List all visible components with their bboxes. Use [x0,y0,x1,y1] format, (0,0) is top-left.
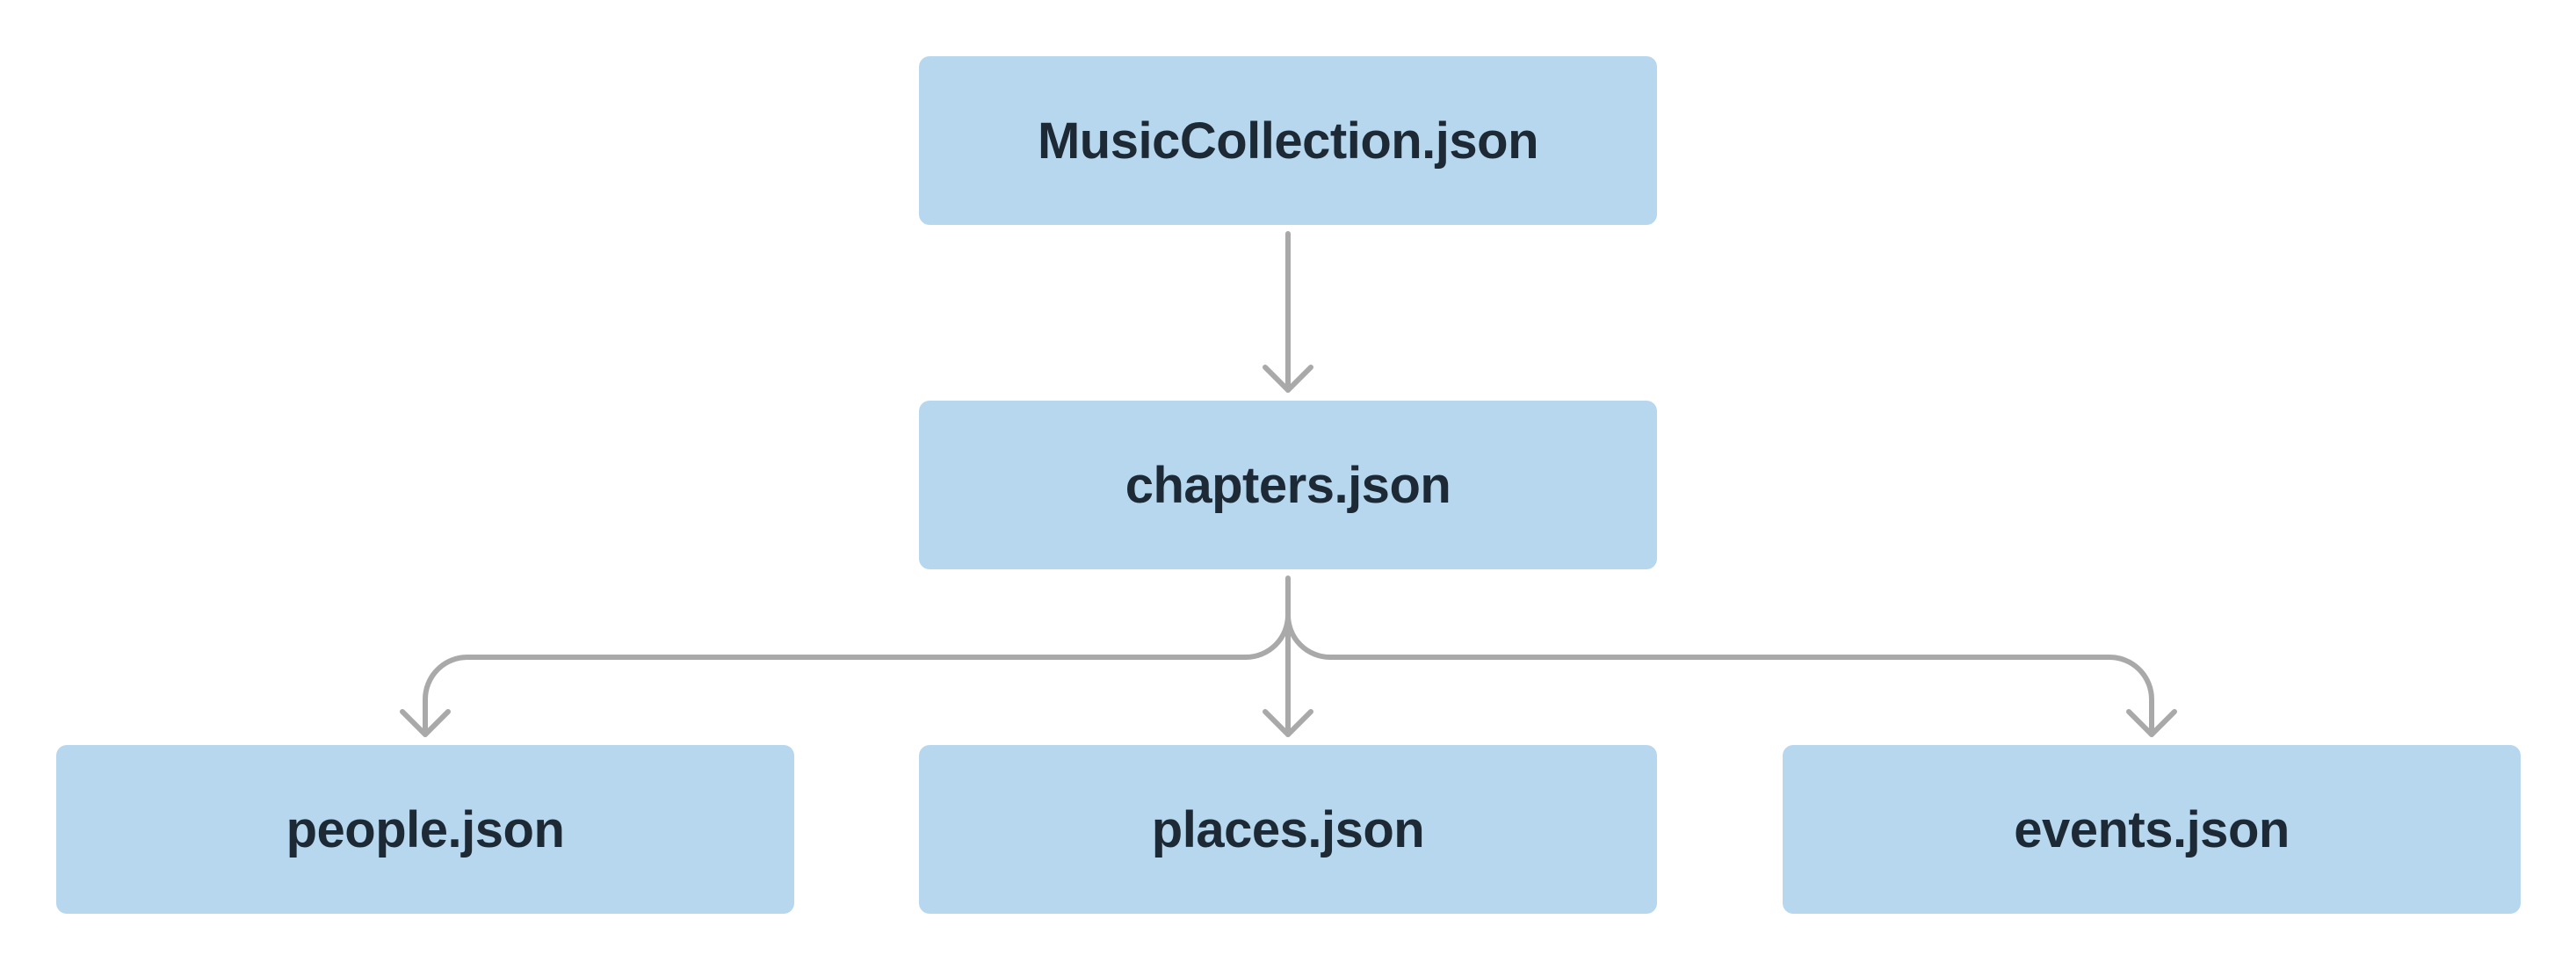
node-label: chapters.json [1125,456,1451,514]
arrowhead-people [400,709,451,737]
node-people: people.json [56,745,794,914]
node-events: events.json [1783,745,2521,914]
node-label: events.json [2014,800,2290,858]
arrowhead-places [1263,709,1313,737]
edge-chapters-to-events [1285,612,2154,737]
arrowhead-events [2126,709,2177,737]
node-label: people.json [286,800,565,858]
edge-chapters-to-people [423,612,1291,737]
node-places: places.json [919,745,1657,914]
node-label: MusicCollection.json [1037,112,1539,170]
node-chapters: chapters.json [919,401,1657,569]
node-music-collection: MusicCollection.json [919,56,1657,225]
node-label: places.json [1151,800,1425,858]
arrowhead-chapters [1263,365,1313,393]
